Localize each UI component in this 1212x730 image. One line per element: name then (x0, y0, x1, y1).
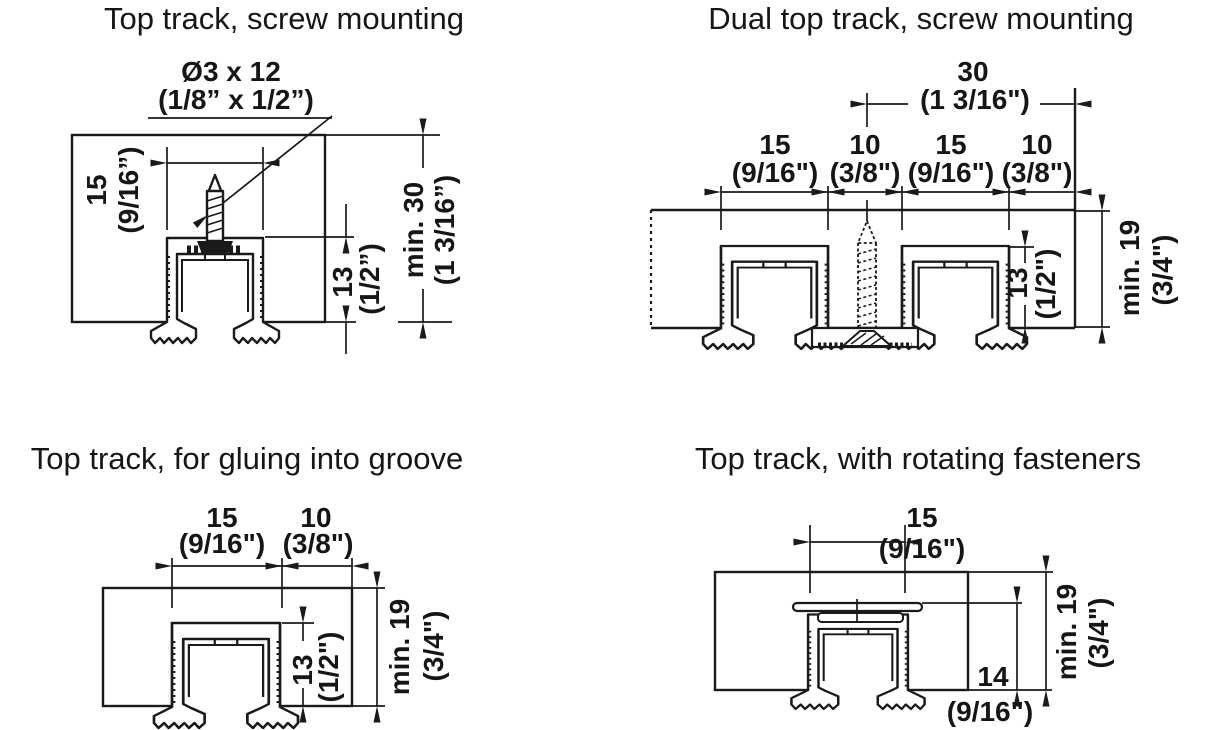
height-inch-label: (9/16") (947, 696, 1033, 727)
depth-inch-label: (1/2") (1030, 249, 1061, 320)
edge-label: 10 (300, 502, 331, 533)
diagram-top-track-screw-mounting: Top track, screw mounting Ø3 x 12 (1/8” … (70, 1, 464, 354)
depth-dimension: 13 (1/2”) (265, 204, 385, 354)
hidden-mounting-screw (842, 218, 892, 347)
thickness-inch-label: (3/4") (1083, 598, 1114, 669)
depth-label: 13 (287, 654, 318, 685)
thickness-inch-label: (3/4") (1147, 235, 1178, 306)
overall-label: 30 (957, 56, 988, 87)
mounting-screw (187, 173, 243, 255)
width-dimension: 15 (9/16”) (81, 146, 280, 234)
seg1-label: 15 (759, 129, 790, 160)
depth-dimension: 13 (1/2") (282, 606, 344, 723)
panel-thickness-dimension: min. 19 (3/4") (352, 571, 449, 723)
height-label: 14 (977, 661, 1009, 692)
screw-head (197, 241, 233, 254)
width-inch-label: (9/16") (879, 533, 965, 564)
depth-label: 13 (1002, 267, 1033, 298)
thickness-label: min. 19 (1051, 584, 1082, 680)
seg3-label: 15 (935, 129, 966, 160)
rotating-fastener (791, 599, 924, 623)
width-label: 15 (206, 502, 237, 533)
thickness-label: min. 19 (384, 599, 415, 695)
diagram-title: Top track, for gluing into groove (31, 441, 464, 476)
seg1-inch-label: (9/16") (732, 157, 818, 188)
seg3-inch-label: (9/16") (908, 157, 994, 188)
edge-inch-label: (3/8") (283, 528, 354, 559)
screw-spec-callout: Ø3 x 12 (1/8” x 1/2”) (148, 56, 333, 229)
diagram-title: Dual top track, screw mounting (708, 1, 1134, 36)
screw-spec-inch-label: (1/8” x 1/2”) (158, 84, 314, 115)
diagram-dual-top-track-screw-mounting: Dual top track, screw mounting 30 (1 3/1… (649, 1, 1178, 351)
segment-dimensions: 15 10 15 10 (9/16") (3/8") (9/16") (3/8"… (704, 129, 1092, 230)
overall-dimension: 30 (1 3/16") (850, 56, 1092, 221)
width-dimension: 15 (9/16") (793, 502, 965, 593)
track-profile (790, 613, 926, 711)
diagram-top-track-rotating-fasteners: Top track, with rotating fasteners 15 (9… (695, 441, 1141, 727)
width-inch-label: (9/16") (179, 528, 265, 559)
thickness-label: min. 30 (398, 182, 429, 278)
diagram-title: Top track, with rotating fasteners (695, 441, 1141, 476)
seg4-label: 10 (1021, 129, 1052, 160)
screw-spec-label: Ø3 x 12 (181, 56, 281, 87)
depth-inch-label: (1/2") (313, 632, 344, 703)
panel-thickness-dimension: min. 19 (3/4") (1075, 194, 1178, 344)
seg2-label: 10 (849, 129, 880, 160)
panel-thickness-dimension: min. 30 (1 3/16”) (325, 118, 460, 339)
thickness-inch-label: (1 3/16”) (429, 175, 460, 286)
depth-inch-label: (1/2”) (354, 243, 385, 315)
depth-dimension: 13 (1/2") (1002, 230, 1061, 344)
width-edge-dimensions: 15 10 (9/16") (3/8") (155, 502, 369, 608)
overall-inch-label: (1 3/16") (920, 84, 1030, 115)
height-dimension: 14 (9/16") (922, 586, 1052, 727)
diagram-top-track-gluing: Top track, for gluing into groove 15 10 … (31, 441, 464, 730)
width-inch-label: (9/16”) (113, 146, 144, 233)
diagram-title: Top track, screw mounting (104, 1, 464, 36)
track-profile (152, 621, 300, 730)
width-label: 15 (906, 502, 937, 533)
thickness-inch-label: (3/4") (418, 611, 449, 682)
thickness-label: min. 19 (1114, 220, 1145, 316)
screw-head (842, 330, 892, 347)
seg2-inch-label: (3/8") (830, 157, 901, 188)
seg4-inch-label: (3/8") (1002, 157, 1073, 188)
depth-label: 13 (327, 266, 358, 297)
width-label: 15 (81, 174, 112, 205)
panel-thickness-dimension: min. 19 (3/4") (968, 555, 1114, 707)
